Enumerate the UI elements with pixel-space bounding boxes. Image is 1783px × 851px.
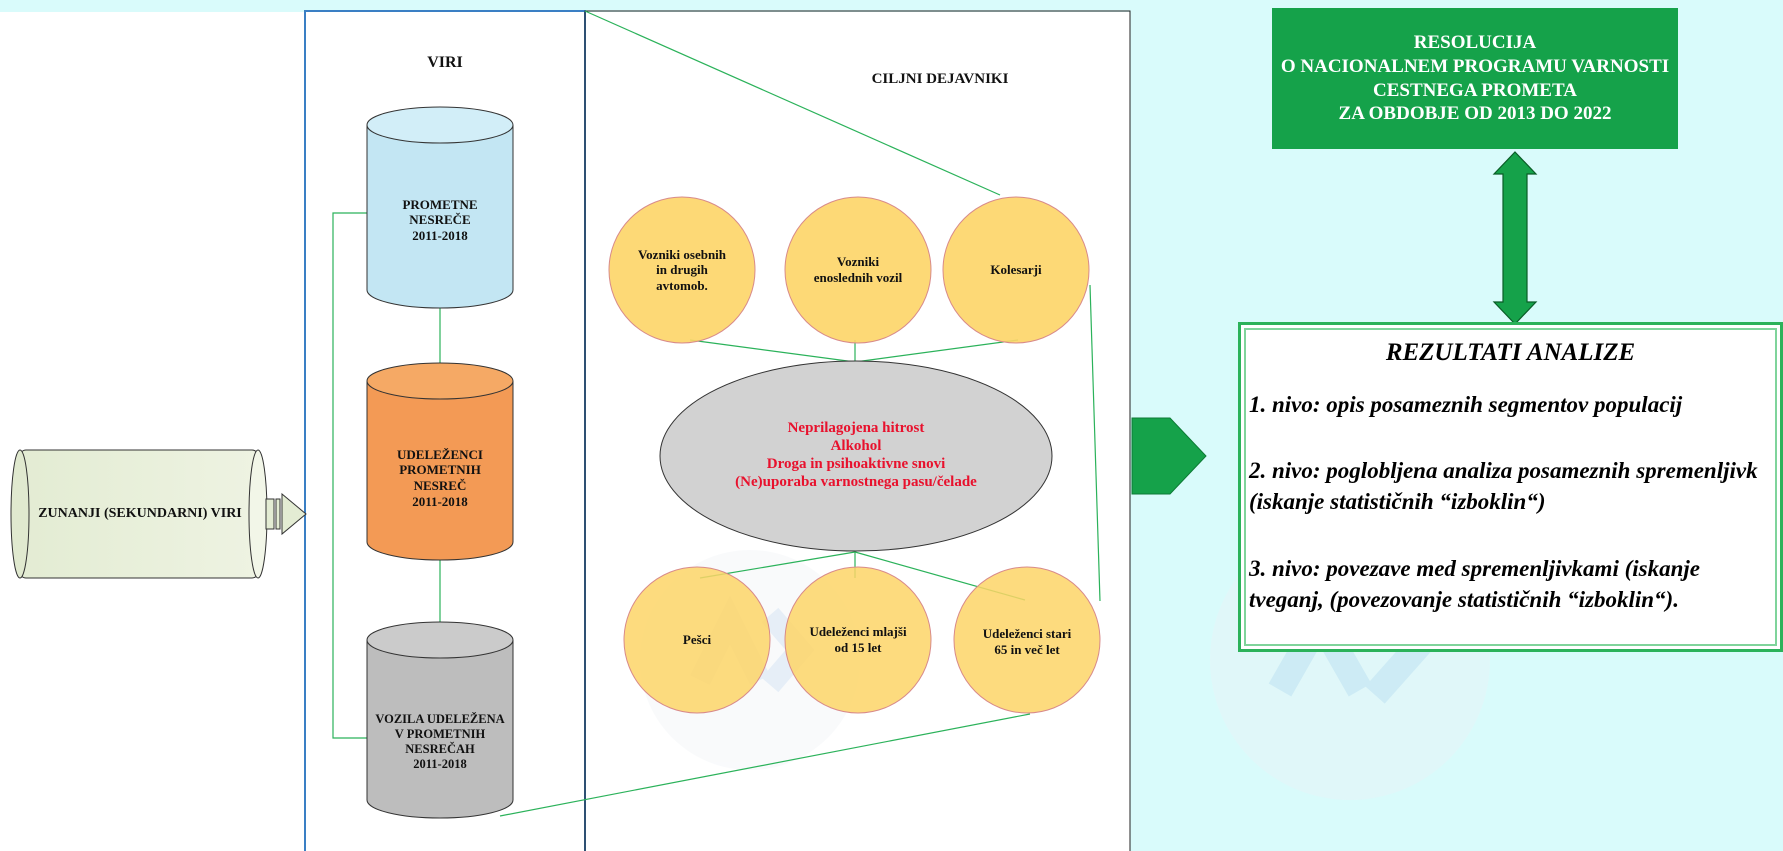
database-cylinder-vehicles — [366, 621, 514, 819]
results-box: REZULTATI ANALIZE 1. nivo: opis posamezn… — [1238, 322, 1783, 652]
circle-label-over-65: Udeleženci stari 65 in več let — [982, 626, 1072, 657]
connector-lines — [332, 10, 1101, 817]
double-arrow-icon — [1492, 151, 1538, 325]
circle-label-under-15: Udeleženci mlajši od 15 let — [809, 624, 907, 655]
results-level-2: 2. nivo: poglobljena analiza posameznih … — [1249, 458, 1758, 515]
target-factors-frame — [584, 10, 1131, 851]
circle-label-single-track-drivers: Vozniki enoslednih vozil — [813, 254, 903, 285]
database-label-accidents: PROMETNE NESREČE 2011-2018 — [402, 196, 478, 243]
circle-under-15 — [784, 566, 932, 714]
database-cylinder-accidents — [366, 106, 514, 309]
risk-factors-label: Neprilagojena hitrost Alkohol Droga in p… — [735, 420, 977, 490]
resolution-line: O NACIONALNEM PROGRAMU VARNOSTI — [1280, 55, 1670, 77]
results-title: REZULTATI ANALIZE — [1385, 339, 1636, 366]
external-arrow-icon — [265, 492, 307, 536]
result-arrow-icon — [1131, 417, 1207, 495]
risk-factors-ellipse — [659, 360, 1053, 552]
resolution-line: CESTNEGA PROMETA — [1373, 79, 1577, 101]
results-level-3: 3. nivo: povezave med spremenljivkami (i… — [1249, 556, 1700, 613]
sources-title: VIRI — [427, 54, 463, 72]
results-level-1: 1. nivo: opis posameznih segmentov popul… — [1249, 392, 1683, 417]
resolution-box: RESOLUCIJA O NACIONALNEM PROGRAMU VARNOS… — [1272, 8, 1678, 149]
resolution-line: ZA OBDOBJE OD 2013 DO 2022 — [1338, 103, 1612, 125]
circle-car-drivers — [608, 196, 756, 344]
external-source-cylinder — [10, 449, 268, 579]
database-cylinder-participants — [366, 362, 514, 561]
circle-single-track-drivers — [784, 196, 932, 344]
circle-pedestrians — [623, 566, 771, 714]
circle-label-car-drivers: Vozniki osebnih in drugih avtomob. — [637, 246, 727, 293]
database-label-vehicles: VOZILA UDELEŽENA V PROMETNIH NESREČAH 20… — [375, 712, 505, 771]
circle-label-pedestrians: Pešci — [682, 632, 712, 648]
circle-over-65 — [953, 566, 1101, 714]
external-source-label: ZUNANJI (SEKUNDARNI) VIRI — [38, 505, 242, 521]
resolution-line: RESOLUCIJA — [1413, 32, 1537, 53]
circle-label-cyclists: Kolesarji — [990, 262, 1042, 278]
circle-cyclists — [942, 196, 1090, 344]
target-factors-title: CILJNI DEJAVNIKI — [871, 71, 1009, 87]
database-label-participants: UDELEŽENCI PROMETNIH NESREČ 2011-2018 — [397, 446, 483, 509]
